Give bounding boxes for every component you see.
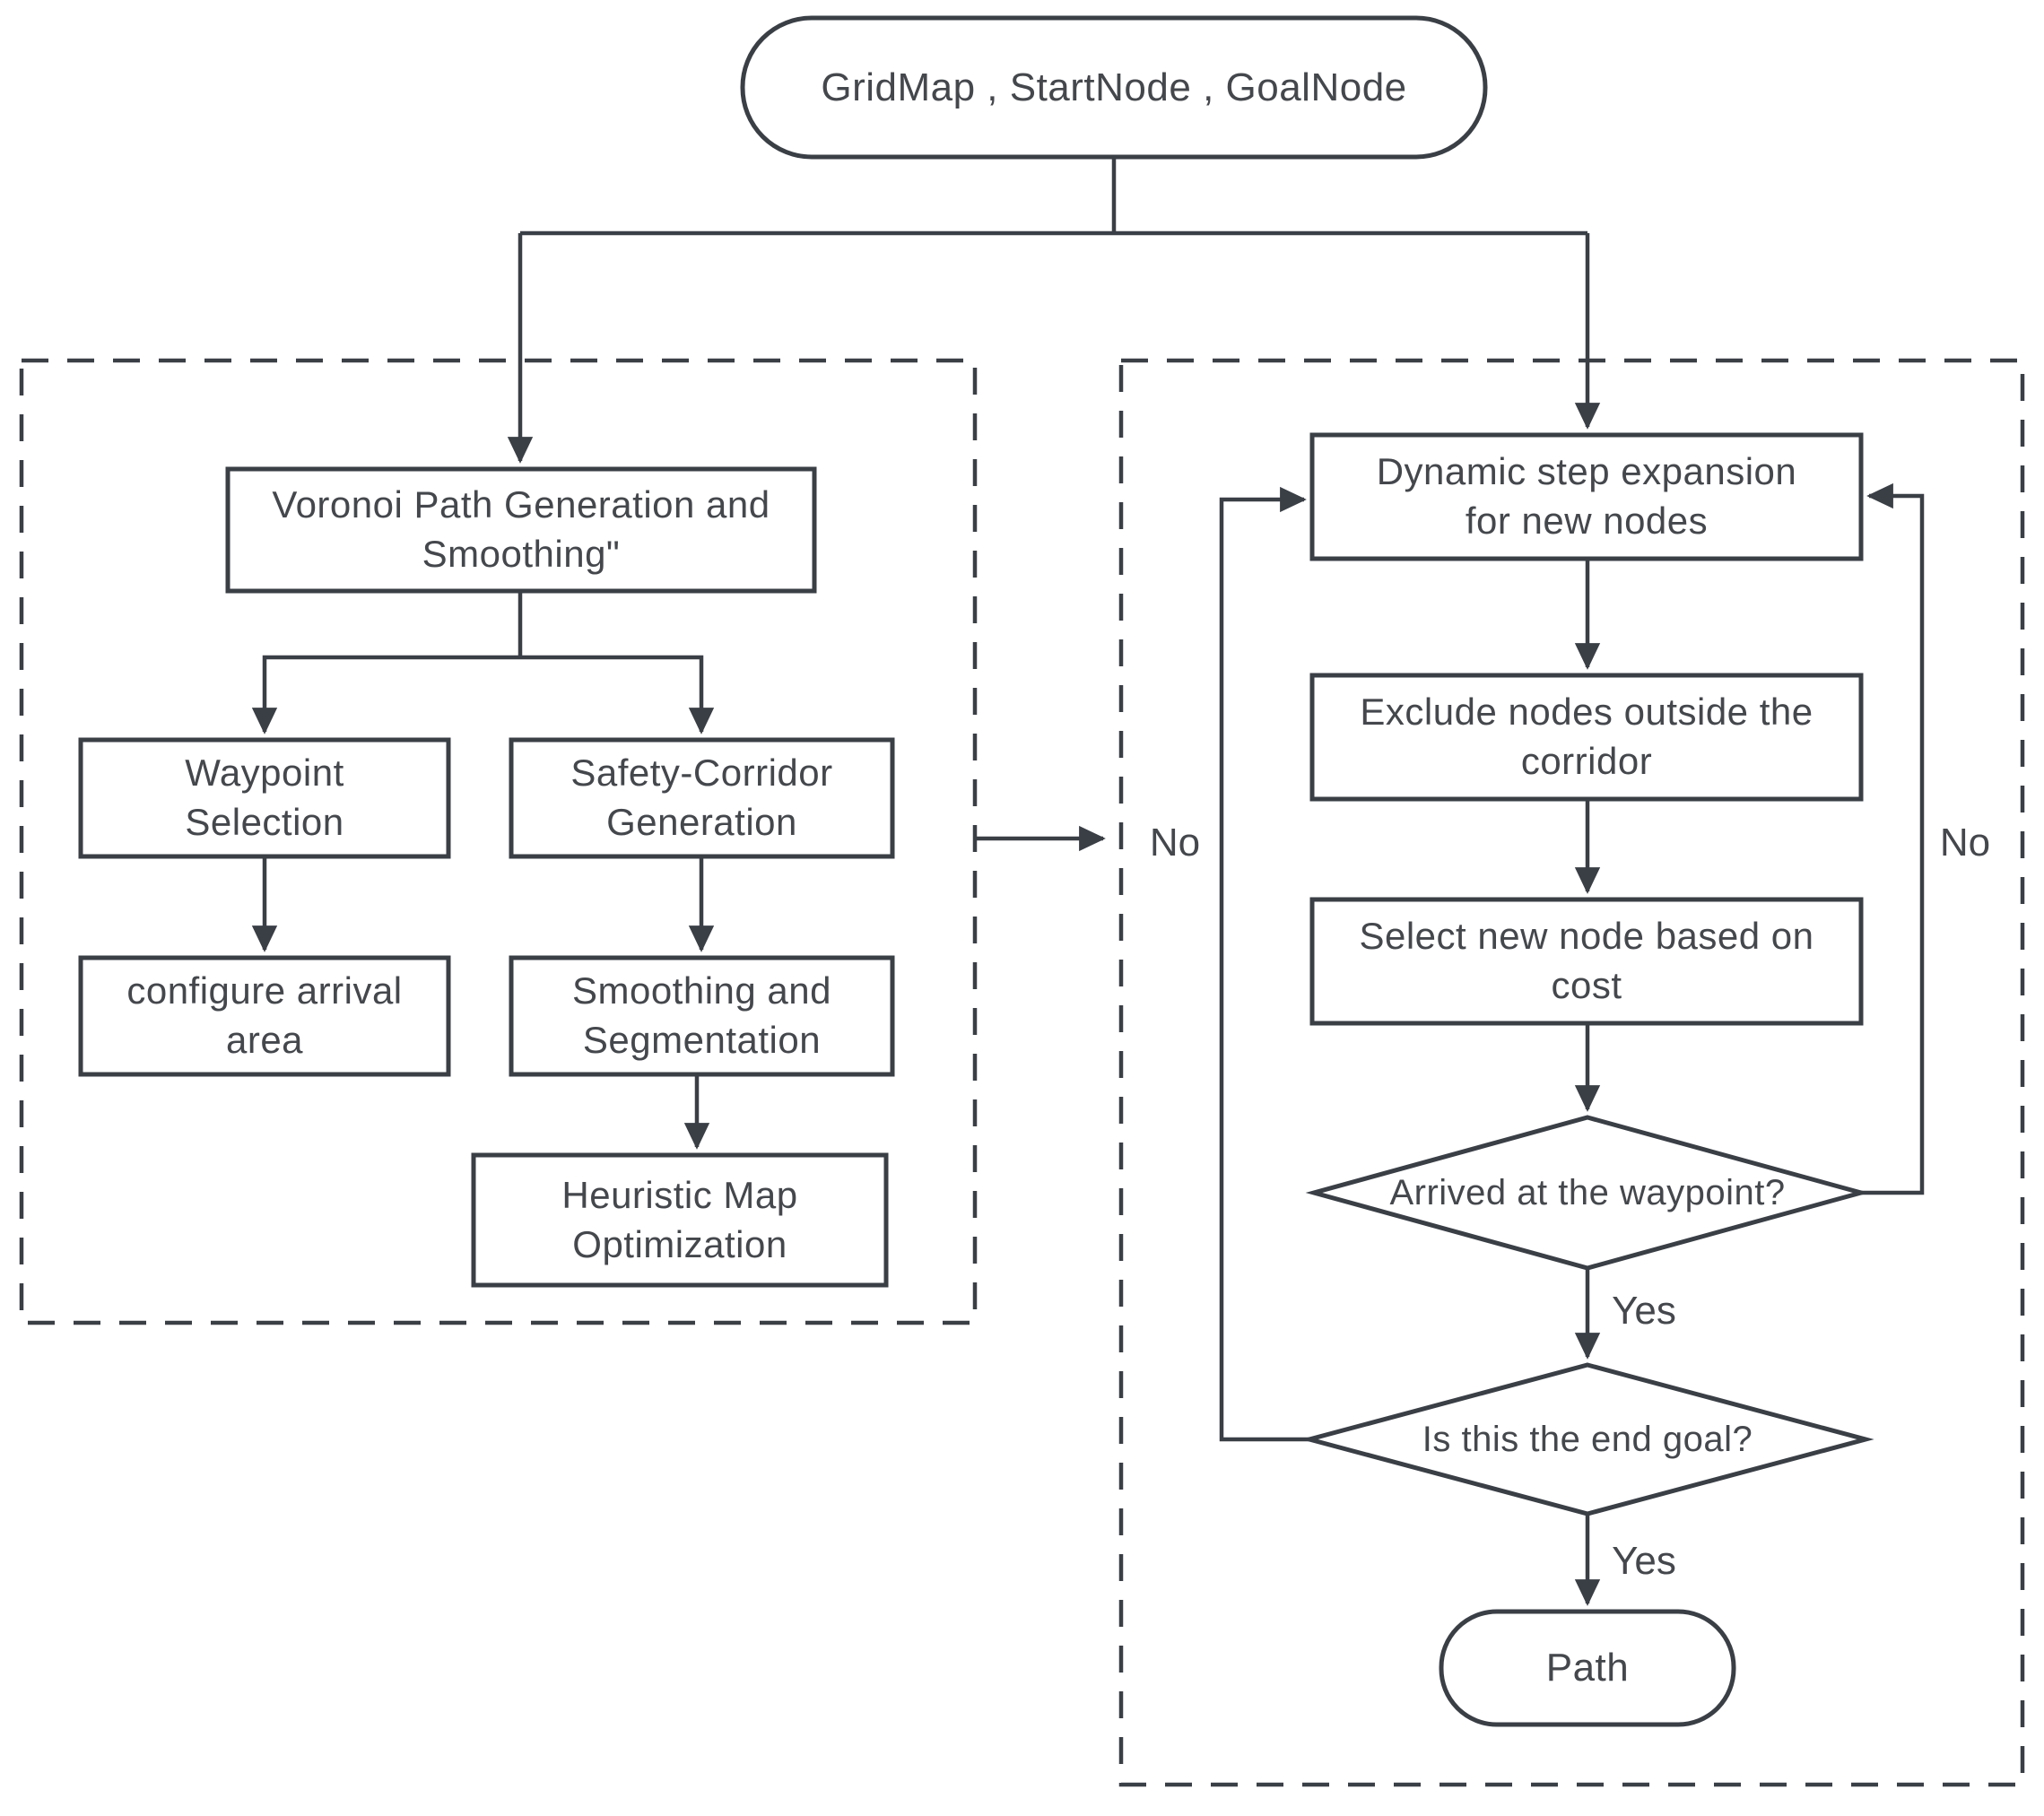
arrived-waypoint-decision-label: Arrived at the waypoint? [1389,1173,1786,1212]
select-node-node-shape [1309,897,1864,1026]
voronoi-node-label: Voronoi Path Generation and Smoothing" [272,483,770,575]
edge-label-no-left: No [1149,821,1201,865]
end-goal-decision-shape [1300,1362,1874,1516]
edge-label-yes-waypoint: Yes [1612,1289,1676,1333]
arrow-to-safety-corridor [520,655,715,734]
safety-corridor-node-shape [509,737,895,859]
configure-arrival-node-label: configure arrival area [126,969,403,1061]
edge-label-yes-goal: Yes [1612,1539,1676,1583]
arrived-waypoint-decision-shape [1305,1115,1870,1271]
arrow-no-loop-left [1219,486,1309,1442]
dynamic-step-node-shape [1309,432,1864,561]
voronoi-node-shape [225,466,817,594]
exclude-nodes-node-label: Exclude nodes outside the corridor [1360,691,1814,782]
smoothing-segmentation-node-label: Smoothing and Segmentation [571,969,832,1061]
select-node-node-label: Select new node based on cost [1359,915,1814,1006]
arrow-to-waypoint-selection [251,655,520,734]
dynamic-step-node-label: Dynamic step expansion for new nodes [1376,450,1797,542]
smoothing-segmentation-node-shape [509,955,895,1077]
waypoint-selection-node-label: Waypoint Selection [185,752,344,843]
start-node-label: GridMap , StartNode , GoalNode [821,65,1407,109]
start-node-shape [740,15,1488,160]
heuristic-map-node-shape [471,1152,889,1288]
safety-corridor-node-label: Safety-Corridor Generation [570,752,833,843]
voronoi-preprocessing-group-border [19,358,978,1325]
path-node-shape [1439,1609,1736,1727]
search-loop-group-border [1118,358,2025,1787]
path-node-label: Path [1545,1646,1630,1690]
edge-label-no-right: No [1939,821,1991,865]
arrow-no-loop-right [1861,482,1925,1195]
waypoint-selection-node-shape [78,737,451,859]
configure-arrival-node-shape [78,955,451,1077]
heuristic-map-node-label: Heuristic Map Optimization [561,1173,798,1265]
exclude-nodes-node-shape [1309,673,1864,802]
end-goal-decision-label: Is this the end goal? [1422,1420,1753,1459]
